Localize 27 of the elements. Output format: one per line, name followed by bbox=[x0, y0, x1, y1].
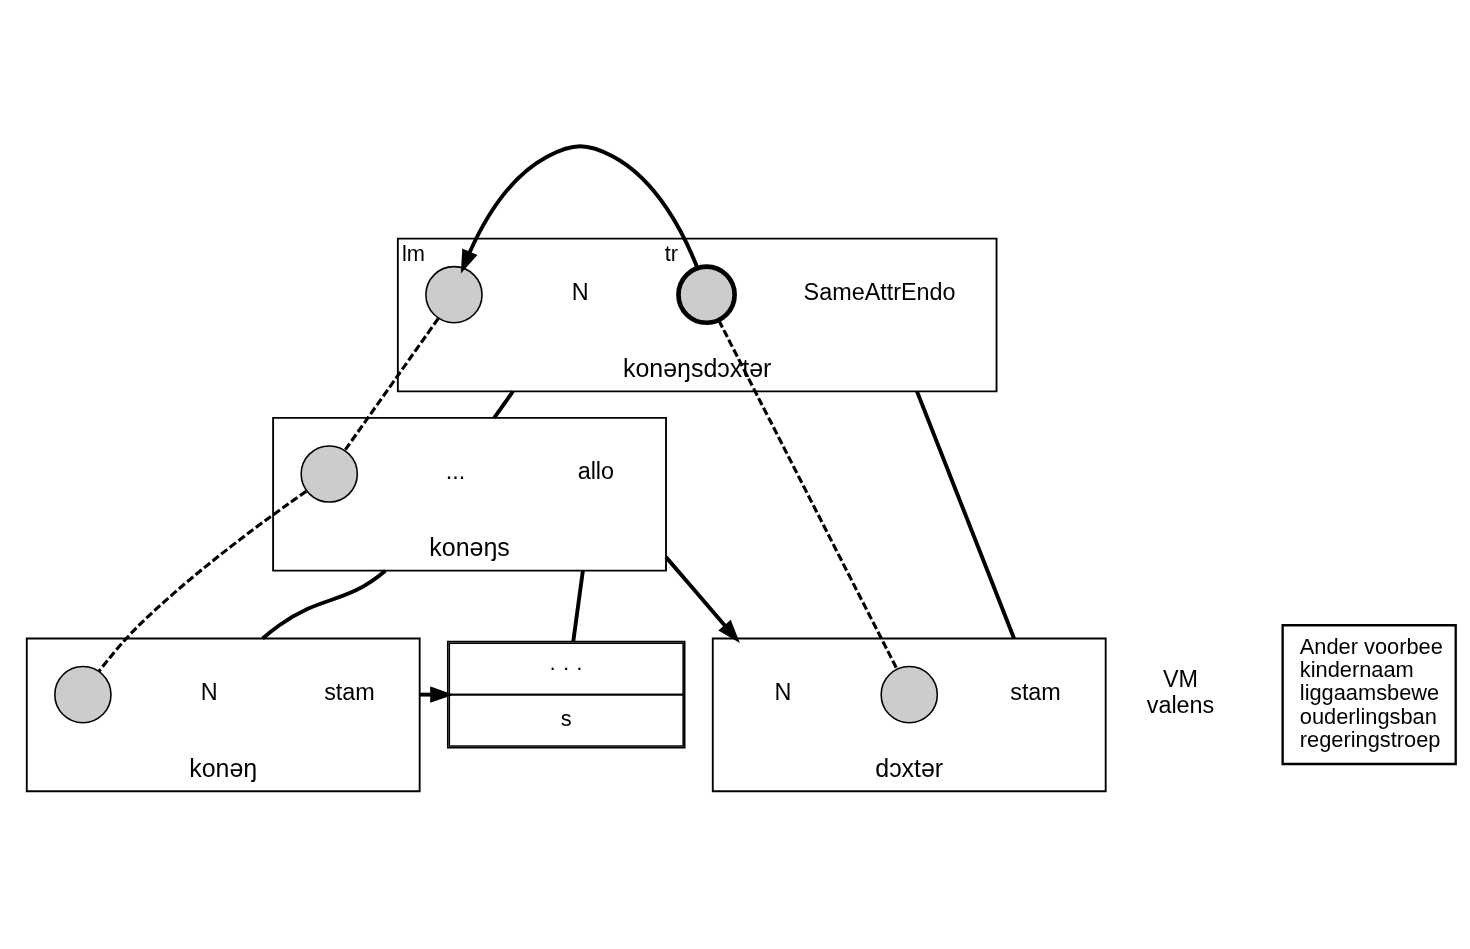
node-label: valens bbox=[1146, 691, 1215, 718]
node-circle bbox=[880, 665, 939, 723]
node-label: tr bbox=[664, 240, 679, 266]
node-circle bbox=[425, 265, 483, 324]
node-box: Ander voorbee kindernaam liggaamsbewe ouderlingsban regeringstroep bbox=[1281, 623, 1457, 765]
connector bbox=[571, 569, 585, 641]
connector bbox=[915, 390, 1016, 639]
connector bbox=[717, 319, 899, 670]
node-label: stam bbox=[324, 678, 375, 705]
arrow bbox=[460, 143, 700, 273]
arrow bbox=[664, 555, 740, 643]
node-label: N bbox=[774, 678, 792, 705]
node-label: SameAttrEndo bbox=[803, 278, 956, 305]
node-label: VM bbox=[1162, 665, 1199, 692]
node-label: allo bbox=[577, 457, 615, 484]
connector bbox=[492, 389, 515, 419]
node-label: lm bbox=[401, 240, 425, 266]
node-label: stam bbox=[1010, 678, 1061, 705]
node-circle bbox=[300, 444, 359, 503]
node-label: ... bbox=[445, 457, 466, 484]
connector bbox=[343, 317, 440, 451]
connector bbox=[97, 489, 308, 672]
connector bbox=[261, 568, 387, 640]
node-circle bbox=[54, 665, 112, 723]
node-label: N bbox=[200, 678, 218, 705]
node-circle bbox=[676, 263, 737, 325]
node-label: N bbox=[571, 278, 589, 305]
